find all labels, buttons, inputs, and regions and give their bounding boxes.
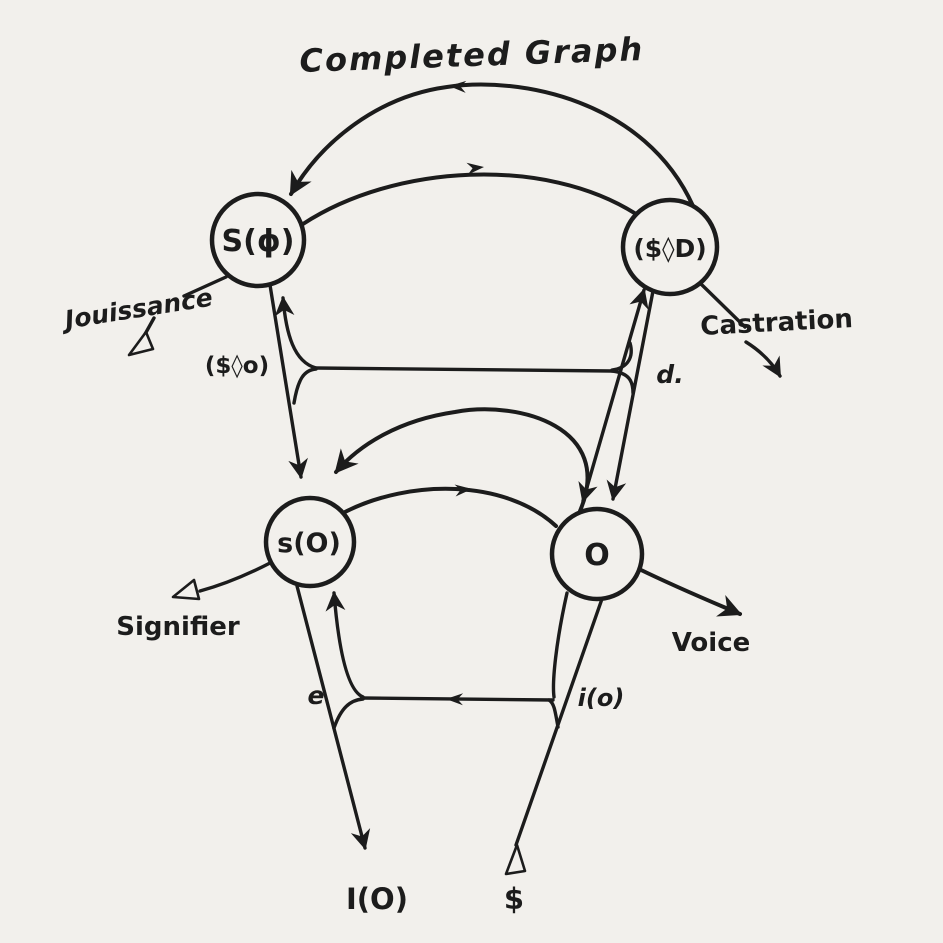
edge-signifier — [198, 560, 274, 593]
label-ideal-image: i(o) — [578, 684, 625, 712]
edge-lower-chain-arc — [343, 486, 558, 528]
edge-bottom-right-branch — [551, 591, 569, 699]
node-signifier-barred-other — [209, 191, 307, 289]
edge-retrograde-top-arc — [289, 82, 695, 208]
node-drive — [620, 197, 720, 297]
diagram-title: Completed Graph — [299, 30, 645, 80]
label-castration: Castration — [700, 304, 854, 342]
signifier-start-triangle — [171, 578, 201, 601]
node-label-s-o: s(O) — [277, 528, 341, 559]
label-ego-ideal: I(O) — [346, 882, 408, 916]
node-label-drive: ($◊D) — [633, 234, 706, 263]
edge-bottom-right-fillet — [547, 698, 560, 729]
subject-start-triangle — [504, 843, 527, 876]
node-label-big-other: O — [584, 538, 610, 573]
node-signified-of-other — [263, 495, 357, 589]
label-ego: e — [308, 681, 325, 710]
edge-middle-connector — [314, 366, 614, 373]
edge-left-lower-fillet — [292, 367, 318, 405]
edge-retrograde-inner-arc — [334, 407, 590, 513]
node-label-s-phi: S(ϕ) — [222, 224, 295, 259]
edge-voice — [637, 567, 743, 617]
edge-bottom-left-branch — [325, 591, 365, 699]
label-jouissance: Jouissance — [58, 283, 215, 336]
label-voice: Voice — [672, 628, 751, 658]
label-subject: $ — [504, 882, 524, 916]
jouissance-start-triangle — [127, 330, 155, 357]
arrow-imaginary-axis — [446, 693, 464, 706]
edge-castration — [699, 282, 747, 329]
arrow-lower-chain — [454, 484, 472, 497]
edge-desire-line-right — [606, 289, 655, 501]
edge-identification-line — [295, 584, 371, 850]
edge-bottom-left-fillet — [332, 697, 365, 730]
edge-desire-line-left — [578, 288, 649, 503]
label-fantasy: ($◊o) — [205, 353, 269, 379]
edge-subject-line — [514, 594, 605, 847]
edge-top-chain-arc — [301, 172, 638, 226]
edge-left-up-branch — [274, 296, 318, 370]
arrow-top-retrograde — [449, 80, 467, 93]
edge-castration-arrow — [744, 340, 782, 378]
edge-jouissance — [182, 275, 228, 298]
arrow-top-chain — [466, 162, 484, 175]
edge-fantasy-line — [268, 283, 308, 479]
node-big-other — [549, 506, 645, 602]
label-desire: d. — [656, 360, 683, 389]
label-signifier: Signifier — [116, 612, 240, 642]
